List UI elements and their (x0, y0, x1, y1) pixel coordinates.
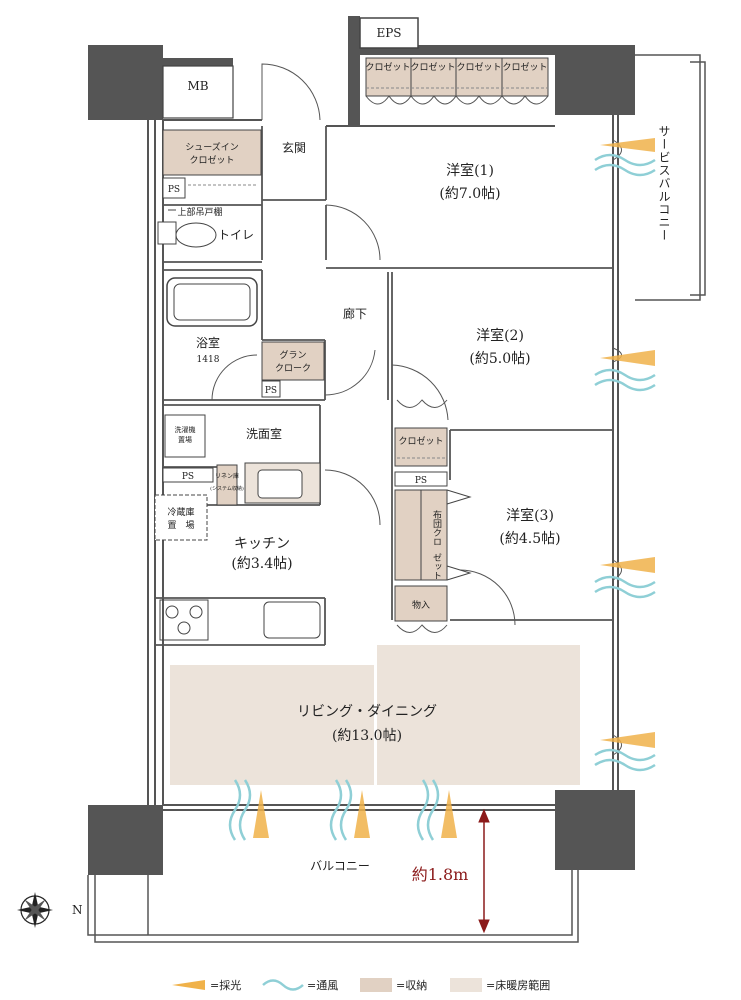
column-bottom-left (88, 805, 163, 875)
storage-monoire (394, 585, 448, 622)
futon-label-2: ゼット (431, 553, 442, 580)
entrance-label: 玄関 (282, 140, 306, 155)
legend: =採光 =通風 =収納 =床暖房範囲 (172, 978, 550, 992)
shoes-closet (162, 129, 262, 176)
ps-box-1 (162, 177, 186, 199)
washer-label-2: 置場 (178, 435, 192, 444)
legend-wind-label: =通風 (307, 979, 338, 992)
column-top-left (88, 45, 163, 120)
mb-box (162, 65, 234, 119)
ps-label-3: PS (182, 472, 194, 482)
toilet-bowl (175, 222, 217, 248)
futon-label-1: 布団クロ (431, 509, 442, 546)
ps-box-2 (261, 380, 281, 398)
service-balcony-label: サービスバルコニー (657, 125, 671, 242)
closet-2 (394, 427, 448, 467)
washer-label-1: 洗濯機 (175, 425, 196, 434)
legend-storage-label: =収納 (396, 979, 427, 992)
fridge-label-2: 置 場 (167, 519, 194, 531)
door-swings (211, 349, 516, 633)
washroom-label: 洗面室 (246, 426, 282, 441)
grand-cloak-label-1: グラン (279, 349, 306, 361)
kitchen-label-2: (約3.4帖) (231, 556, 292, 572)
top-closets (365, 57, 549, 105)
service-balcony (635, 54, 706, 301)
linen-label-1: リネン庫 (215, 472, 239, 480)
western1-label-1: 洋室(1) (446, 162, 494, 179)
shoes-closet-label-1: シューズイン (185, 141, 239, 153)
light-arrows (253, 138, 655, 838)
bath-label: 浴室 (196, 335, 220, 350)
column-bottom-right (555, 790, 635, 870)
western3-label-1: 洋室(3) (506, 507, 554, 524)
closet-2-label: クロゼット (398, 435, 443, 447)
closet-label-2: クロゼット (410, 61, 455, 73)
sink (263, 601, 321, 639)
eps-wall (348, 16, 360, 126)
ps-label-1: PS (168, 185, 180, 195)
column-top-right (555, 45, 635, 115)
living-label-1: リビング・ダイニング (297, 704, 437, 720)
grand-cloak (261, 341, 325, 381)
floor-heating-left (170, 665, 374, 785)
ps-label-4: PS (415, 476, 427, 486)
hallway-label: 廊下 (343, 306, 367, 321)
compass-north-label: N (72, 903, 83, 917)
mb-wall (163, 58, 233, 66)
legend-heating-icon (450, 978, 482, 992)
western1-label-2: (約7.0帖) (439, 186, 500, 202)
kitchen-label-1: キッチン (234, 536, 290, 552)
closet-label-3: クロゼット (456, 61, 501, 73)
ps-box-3 (162, 467, 214, 483)
closet-label-1: クロゼット (365, 61, 410, 73)
fridge-label-1: 冷蔵庫 (167, 506, 194, 518)
linen-label-2: (システム収納) (210, 485, 244, 492)
bathtub (166, 277, 258, 327)
balcony (87, 870, 579, 943)
interior-partitions (155, 63, 612, 646)
wind-waves (228, 153, 656, 841)
upper-shelf-label: 上部吊戸棚 (177, 206, 222, 218)
dimension-label: 約1.8m (412, 865, 469, 884)
legend-storage-icon (360, 978, 392, 992)
ps-box-4 (394, 471, 448, 487)
stove (159, 599, 209, 641)
monoire-label: 物入 (412, 599, 430, 611)
toilet-label: トイレ (218, 228, 254, 242)
legend-wind-icon (262, 979, 304, 991)
eps-wall-right (360, 45, 555, 55)
living-label-2: (約13.0帖) (332, 728, 402, 744)
dimension-arrow (478, 808, 490, 934)
linen-storage (216, 464, 238, 506)
legend-light-label: =採光 (210, 978, 241, 992)
fridge-space (154, 494, 208, 541)
mb-label: MB (187, 79, 208, 93)
floor-heating-right (377, 645, 580, 785)
legend-light-icon (172, 980, 205, 990)
balcony-label: バルコニー (310, 859, 370, 873)
compass-icon (17, 892, 53, 928)
ps-label-2: PS (265, 386, 277, 396)
structural-columns (88, 16, 635, 875)
western2-label-1: 洋室(2) (476, 327, 524, 344)
legend-heating-label: =床暖房範囲 (486, 978, 550, 992)
grand-cloak-label-2: クローク (275, 363, 311, 374)
closet-label-4: クロゼット (502, 61, 547, 73)
eps-box (359, 17, 419, 49)
bath-size-label: 1418 (197, 355, 220, 365)
washer-space (164, 414, 206, 458)
eps-label: EPS (376, 26, 401, 40)
shoes-closet-label-2: クロゼット (189, 154, 234, 166)
toilet-tank (157, 221, 177, 245)
western2-label-2: (約5.0帖) (469, 351, 530, 367)
western3-label-2: (約4.5帖) (499, 531, 560, 547)
